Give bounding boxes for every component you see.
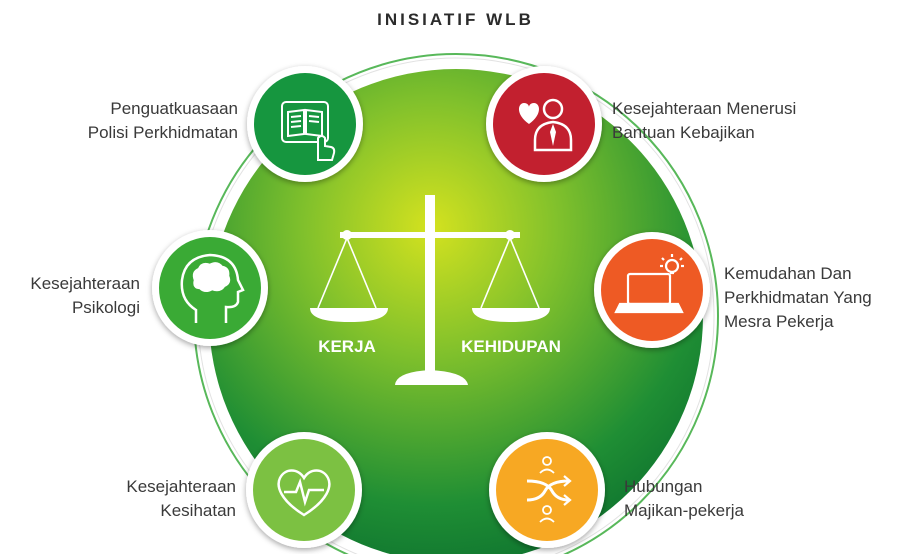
head-thought-icon bbox=[180, 253, 245, 323]
label-psikologi: Kesejahteraan Psikologi bbox=[30, 274, 140, 317]
heart-pulse-icon bbox=[277, 469, 331, 517]
item-3-badge bbox=[152, 230, 268, 346]
item-1-badge bbox=[247, 66, 363, 182]
item-5-badge bbox=[246, 432, 362, 548]
exchange-arrows-icon bbox=[526, 456, 572, 523]
label-penguatkuasaan: Penguatkuasaan Polisi Perkhidmatan bbox=[87, 99, 238, 142]
item-6-badge bbox=[489, 432, 605, 548]
main-circle bbox=[209, 69, 703, 554]
item-2-badge bbox=[486, 66, 602, 182]
right-word: KEHIDUPAN bbox=[461, 337, 561, 356]
balance-scale-icon bbox=[310, 195, 550, 385]
page-title: INISIATIF WLB bbox=[377, 10, 534, 29]
item-4-badge bbox=[594, 232, 710, 348]
laptop-idea-icon bbox=[614, 254, 684, 314]
tablet-book-icon bbox=[281, 101, 336, 161]
heart-person-icon bbox=[518, 98, 573, 152]
label-kebajikan: Kesejahteraan Menerusi Bantuan Kebajikan bbox=[612, 99, 797, 142]
label-kesihatan: Kesejahteraan Kesihatan bbox=[126, 477, 236, 520]
left-word: KERJA bbox=[318, 337, 376, 356]
label-hubungan: Hubungan Majikan-pekerja bbox=[624, 477, 744, 520]
label-kemudahan: Kemudahan Dan Perkhidmatan Yang Mesra Pe… bbox=[724, 264, 872, 331]
